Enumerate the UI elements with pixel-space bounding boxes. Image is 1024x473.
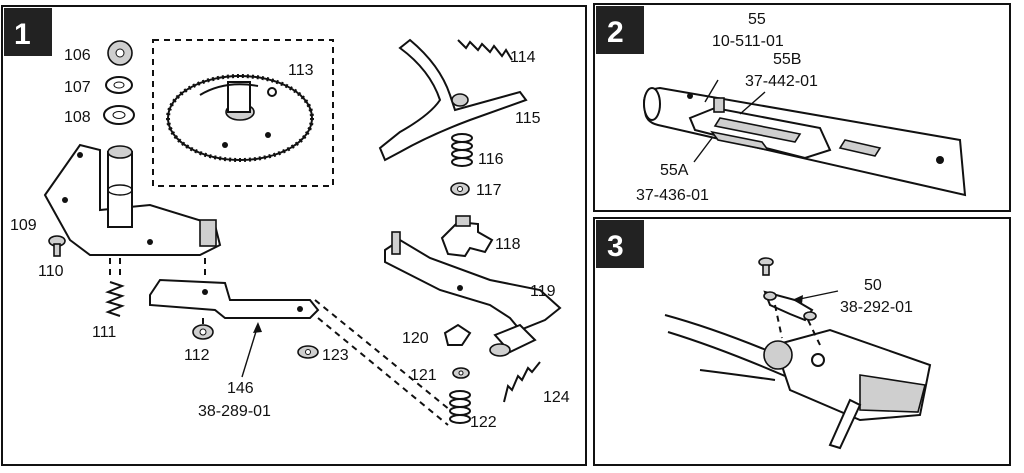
part-107-washer <box>105 76 133 94</box>
label-108: 108 <box>64 109 91 126</box>
part-122-spring <box>449 390 471 424</box>
svg-text:1: 1 <box>14 18 31 51</box>
label-146-code: 38-289-01 <box>198 403 271 420</box>
panel-1-frame <box>1 5 587 466</box>
label-55a: 55A <box>660 162 689 179</box>
part-55a-clip <box>710 130 770 152</box>
label-55-code: 10-511-01 <box>712 33 784 50</box>
part-117-clip <box>450 182 470 196</box>
label-124: 124 <box>543 389 570 406</box>
part-110-screw <box>48 235 66 257</box>
label-122: 122 <box>470 414 497 431</box>
panel-2-badge: 2 <box>596 6 644 54</box>
label-107: 107 <box>64 79 91 96</box>
part-123-clip <box>297 345 319 359</box>
label-50: 50 <box>864 277 882 294</box>
part-50-screw <box>758 257 774 276</box>
part-112-nut <box>192 324 214 340</box>
panel-3-frame <box>593 217 1011 466</box>
part-106-star-washer <box>107 40 133 66</box>
svg-text:3: 3 <box>607 230 624 263</box>
label-55a-code: 37-436-01 <box>636 187 709 204</box>
part-120-clip <box>443 323 472 346</box>
label-50-code: 38-292-01 <box>840 299 913 316</box>
part-121-washer <box>452 367 470 379</box>
part-119-arm <box>384 231 562 357</box>
part-55-leader <box>704 79 719 103</box>
part-146-leader <box>241 324 259 378</box>
panel-3-badge: 3 <box>596 220 644 268</box>
part-113-dashed-box <box>152 39 334 187</box>
part-113-gear <box>166 74 314 162</box>
part-108-washer <box>103 105 135 125</box>
label-55b-code: 37-442-01 <box>745 73 818 90</box>
part-55b-slide <box>688 97 832 160</box>
label-123: 123 <box>322 347 349 364</box>
label-55b: 55B <box>773 51 801 68</box>
part-116-spring <box>451 133 473 167</box>
label-116: 116 <box>478 151 504 168</box>
label-121: 121 <box>410 367 437 384</box>
cartridge-headshell <box>763 328 932 450</box>
part-146-lever <box>149 278 320 319</box>
label-113: 113 <box>288 62 314 79</box>
label-117: 117 <box>476 182 502 199</box>
part-124-spring <box>503 361 541 403</box>
label-114: 114 <box>510 49 536 66</box>
label-119: 119 <box>530 283 556 300</box>
label-112: 112 <box>184 347 210 364</box>
part-114-spring <box>457 39 513 61</box>
label-120: 120 <box>402 330 429 347</box>
panel-2-frame <box>593 3 1011 212</box>
label-146: 146 <box>227 380 254 397</box>
panel-1-badge: 1 <box>4 8 52 56</box>
label-109: 109 <box>10 217 37 234</box>
label-106: 106 <box>64 47 91 64</box>
label-55: 55 <box>748 11 766 28</box>
part-118-bracket <box>440 215 494 258</box>
part-55b-leader <box>739 91 766 115</box>
part-115-y-arm <box>378 38 528 162</box>
part-111-spring <box>105 281 125 317</box>
label-111: 111 <box>92 324 116 341</box>
svg-text:2: 2 <box>607 16 624 49</box>
label-110: 110 <box>38 263 64 280</box>
label-115: 115 <box>515 110 541 127</box>
part-55a-leader <box>693 137 713 163</box>
part-109-bracket <box>43 143 222 256</box>
label-118: 118 <box>495 236 521 253</box>
